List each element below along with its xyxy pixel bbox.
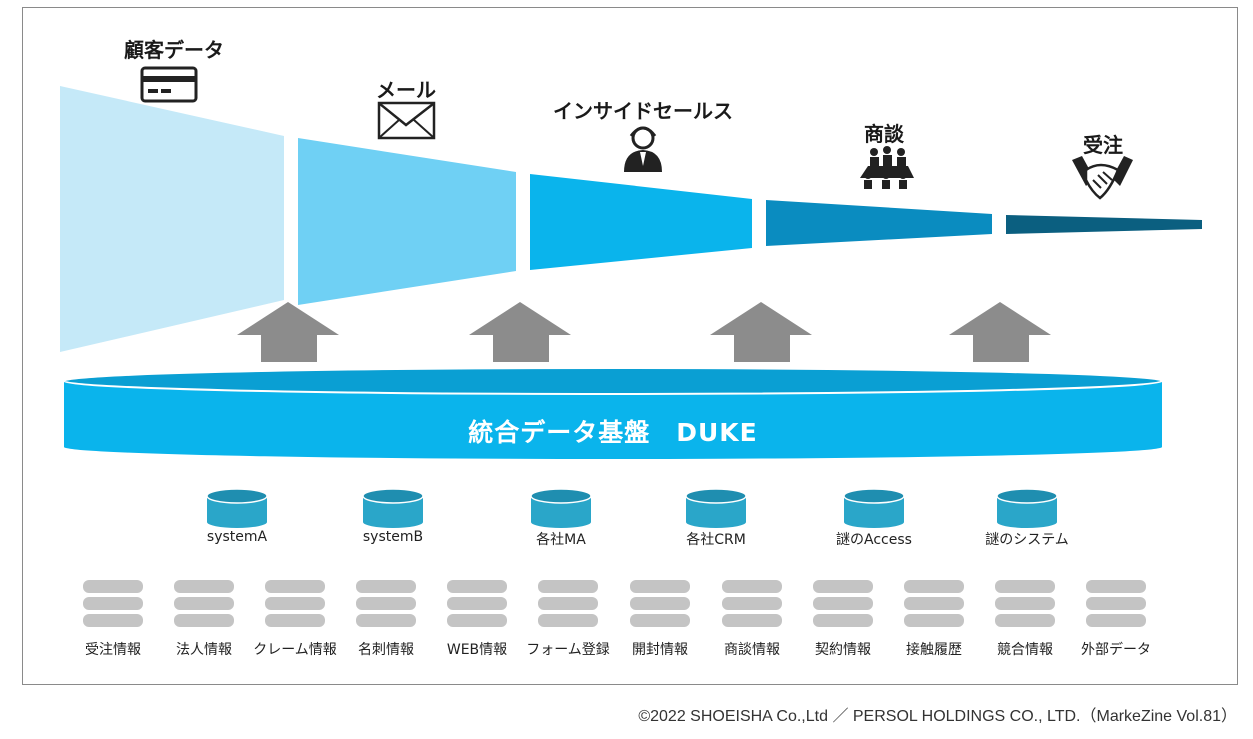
source-database-icon xyxy=(995,580,1055,627)
source-database-icon xyxy=(630,580,690,627)
source-database-icon xyxy=(1086,580,1146,627)
system-label: 各社CRM xyxy=(686,532,746,548)
system-database-icon xyxy=(362,488,424,528)
source-database-icon xyxy=(813,580,873,627)
stage-label-inside-sales: インサイドセールス xyxy=(553,99,733,123)
upward-arrow-3 xyxy=(710,302,812,362)
source-label: WEB情報 xyxy=(446,642,508,658)
funnel-segment-email xyxy=(298,138,516,305)
system-label: 謎のAccess xyxy=(836,532,912,548)
source-database-icon xyxy=(722,580,782,627)
source-label: フォーム登録 xyxy=(526,642,610,658)
funnel-segment-negotiation xyxy=(766,200,992,246)
diagram-frame xyxy=(22,7,1238,685)
upward-arrow-4 xyxy=(949,302,1051,362)
stage-label-email: メール xyxy=(376,78,436,102)
funnel-segment-customer-data xyxy=(60,86,284,352)
system-label: 各社MA xyxy=(536,532,586,548)
source-database-icon xyxy=(265,580,325,627)
credit-card-icon xyxy=(140,66,198,103)
stage-label-negotiation: 商談 xyxy=(864,122,904,146)
source-database-icon xyxy=(447,580,507,627)
source-label: 競合情報 xyxy=(997,642,1053,658)
data-platform-cylinder xyxy=(63,367,1163,459)
source-label: 契約情報 xyxy=(815,642,871,658)
source-label: 法人情報 xyxy=(176,642,232,658)
system-database-icon xyxy=(996,488,1058,528)
source-label: 外部データ xyxy=(1081,642,1151,658)
source-label: 接触履歴 xyxy=(906,642,962,658)
system-database-icon xyxy=(530,488,592,528)
funnel-segment-inside-sales xyxy=(530,174,752,270)
envelope-icon xyxy=(377,101,436,140)
system-database-icon xyxy=(843,488,905,528)
handshake-icon xyxy=(1072,156,1133,200)
upward-arrow-1 xyxy=(237,302,339,362)
system-label: systemB xyxy=(362,529,424,545)
system-label: 謎のシステム xyxy=(985,532,1069,548)
headset-person-icon xyxy=(624,126,662,172)
source-label: クレーム情報 xyxy=(253,642,337,658)
source-database-icon xyxy=(538,580,598,627)
source-label: 受注情報 xyxy=(85,642,141,658)
meeting-people-icon xyxy=(860,146,914,189)
stage-label-customer-data: 顧客データ xyxy=(124,38,224,62)
system-label: systemA xyxy=(206,529,268,545)
source-database-icon xyxy=(174,580,234,627)
source-database-icon xyxy=(83,580,143,627)
source-label: 名刺情報 xyxy=(358,642,414,658)
copyright-notice: ©2022 SHOEISHA Co.,Ltd ／ PERSOL HOLDINGS… xyxy=(638,708,1237,725)
source-database-icon xyxy=(904,580,964,627)
system-database-icon xyxy=(685,488,747,528)
source-label: 商談情報 xyxy=(724,642,780,658)
stage-label-order: 受注 xyxy=(1083,133,1123,157)
upward-arrow-2 xyxy=(469,302,571,362)
platform-title: 統合データ基盤 DUKE xyxy=(468,418,758,447)
source-database-icon xyxy=(356,580,416,627)
funnel-segment-order xyxy=(1006,215,1202,234)
source-label: 開封情報 xyxy=(632,642,688,658)
system-database-icon xyxy=(206,488,268,528)
